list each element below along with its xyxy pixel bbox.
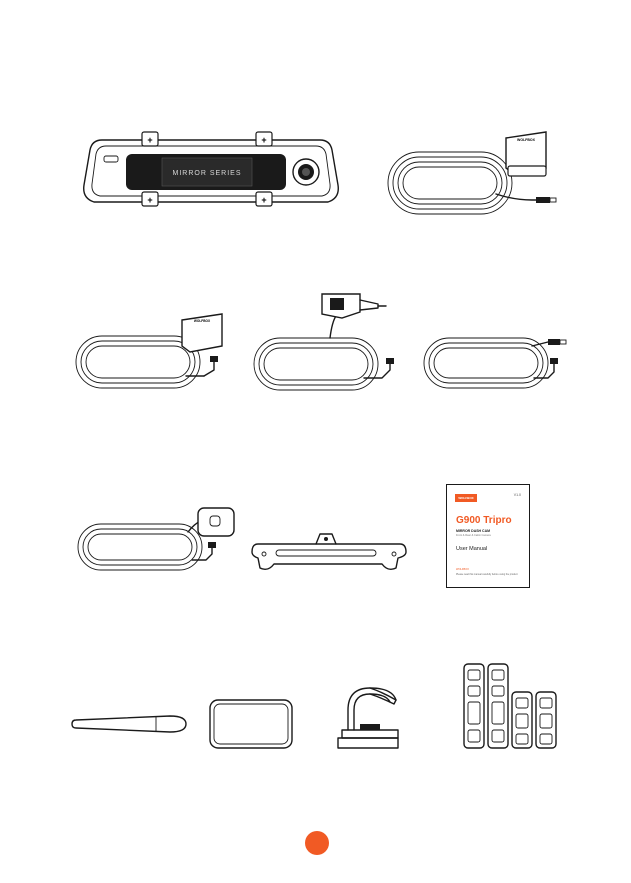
license-plate-bracket <box>250 528 408 580</box>
manual-version: V1.0 <box>514 493 521 497</box>
manual-footer-note: Please read this manual carefully before… <box>456 573 518 576</box>
adhesive-pad <box>208 698 294 750</box>
cable-clips <box>460 662 560 752</box>
svg-text:+: + <box>261 135 266 145</box>
mirror-dash-cam: MIRROR SERIES + + + + <box>80 130 342 212</box>
user-manual-booklet: WOLFBOX V1.0 G900 Tripro MIRROR DASH CAM… <box>446 484 530 588</box>
manual-brand-badge: WOLFBOX <box>455 494 477 502</box>
car-charger-cable <box>252 288 394 392</box>
extension-cable <box>422 334 568 390</box>
manual-footer-brand: WOLFBOX <box>456 568 469 571</box>
cabin-camera-cable: WOLFBOX <box>74 306 234 390</box>
manual-user-manual-label: User Manual <box>456 546 487 552</box>
pry-tool <box>70 712 190 736</box>
camera-brand-text: WOLFBOX <box>517 138 536 142</box>
mirror-screen-text: MIRROR SERIES <box>172 170 241 177</box>
cable-clip-holder <box>336 682 400 752</box>
svg-text:+: + <box>147 195 152 205</box>
manual-subtitle-2: Front & Rear & Cabin Camera <box>456 534 491 537</box>
svg-text:+: + <box>261 195 266 205</box>
gps-module-cable <box>76 502 240 572</box>
cabin-camera-brand: WOLFBOX <box>194 319 211 323</box>
manual-title: G900 Tripro <box>456 515 512 526</box>
page-indicator-dot <box>305 831 329 855</box>
svg-text:+: + <box>147 135 152 145</box>
manual-subtitle: MIRROR DASH CAM <box>456 529 490 533</box>
rear-camera-cable: WOLFBOX <box>386 128 558 218</box>
